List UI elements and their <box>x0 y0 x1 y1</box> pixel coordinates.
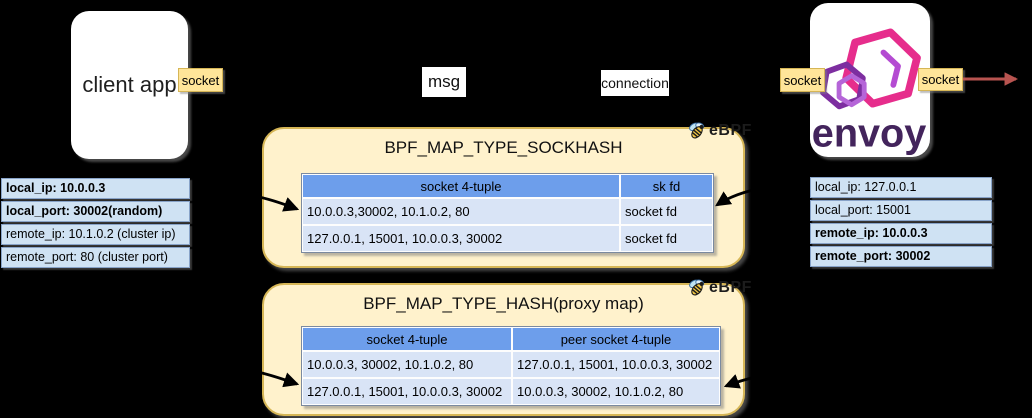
sockhash-map-table: socket 4-tuple sk fd 10.0.0.3,30002, 10.… <box>301 173 714 253</box>
proxy-map-table: socket 4-tuple peer socket 4-tuple 10.0.… <box>301 326 721 406</box>
ebpf-bee-icon <box>689 122 705 139</box>
envoy-remote-port-row: remote_port: 30002 <box>810 246 992 267</box>
table-cell: 127.0.0.1, 15001, 10.0.0.3, 30002 <box>303 379 511 404</box>
table-cell: 10.0.0.3, 30002, 10.1.0.2, 80 <box>303 352 511 377</box>
ebpf-badge-text: eBPF <box>709 278 752 296</box>
client-local-ip-row: local_ip: 10.0.0.3 <box>1 178 190 199</box>
proxy-header-tuple: socket 4-tuple <box>303 328 511 350</box>
ebpf-bee-icon <box>689 279 705 296</box>
table-cell: 10.0.0.3, 30002, 10.1.0.2, 80 <box>513 379 719 404</box>
envoy-socket-tag-right: socket <box>918 68 963 91</box>
client-socket-tag-label: socket <box>181 72 220 88</box>
envoy-socket-right-label: socket <box>921 72 960 87</box>
envoy-remote-ip-row: remote_ip: 10.0.0.3 <box>810 223 992 244</box>
envoy-socket-details-table: local_ip: 127.0.0.1 local_port: 15001 re… <box>810 177 992 267</box>
table-cell: 127.0.0.1, 15001, 10.0.0.3, 30002 <box>303 226 619 251</box>
msg-edge-label: msg <box>422 67 466 97</box>
table-cell: 127.0.0.1, 15001, 10.0.0.3, 30002 <box>513 352 719 377</box>
connection-text: connection <box>601 75 669 91</box>
table-cell: socket fd <box>621 226 712 251</box>
proxy-header-peer-tuple: peer socket 4-tuple <box>513 328 719 350</box>
client-socket-tag: socket <box>178 68 223 92</box>
client-app-node: client app <box>71 11 188 159</box>
envoy-node: envoy <box>810 3 930 157</box>
connection-edge-label: connection <box>601 70 669 96</box>
ebpf-badge-text: eBPF <box>709 121 752 139</box>
envoy-wordmark: envoy <box>812 111 926 155</box>
client-local-port-row: local_port: 30002(random) <box>1 201 190 222</box>
envoy-socket-left-label: socket <box>783 72 822 88</box>
proxy-map-title: BPF_MAP_TYPE_HASH(proxy map) <box>363 294 644 313</box>
ebpf-badge-top: eBPF <box>686 119 752 142</box>
sockhash-header-tuple: socket 4-tuple <box>303 175 619 197</box>
msg-text: msg <box>427 72 461 91</box>
client-app-label: client app <box>82 72 177 97</box>
envoy-logo-icon: envoy <box>812 28 926 155</box>
client-remote-port-row: remote_port: 80 (cluster port) <box>1 247 190 268</box>
sockhash-header-skfd: sk fd <box>621 175 712 197</box>
sockhash-map-box: BPF_MAP_TYPE_SOCKHASH socket 4-tuple sk … <box>262 127 745 268</box>
client-socket-details-table: local_ip: 10.0.0.3 local_port: 30002(ran… <box>1 178 190 268</box>
table-cell: 10.0.0.3,30002, 10.1.0.2, 80 <box>303 199 619 224</box>
client-remote-ip-row: remote_ip: 10.1.0.2 (cluster ip) <box>1 224 190 245</box>
proxy-map-box: BPF_MAP_TYPE_HASH(proxy map) socket 4-tu… <box>262 283 745 416</box>
table-cell: socket fd <box>621 199 712 224</box>
ebpf-badge-bottom: eBPF <box>686 276 752 299</box>
envoy-local-ip-row: local_ip: 127.0.0.1 <box>810 177 992 198</box>
envoy-local-port-row: local_port: 15001 <box>810 200 992 221</box>
sockhash-map-title: BPF_MAP_TYPE_SOCKHASH <box>384 138 623 157</box>
envoy-socket-tag-left: socket <box>780 68 825 92</box>
